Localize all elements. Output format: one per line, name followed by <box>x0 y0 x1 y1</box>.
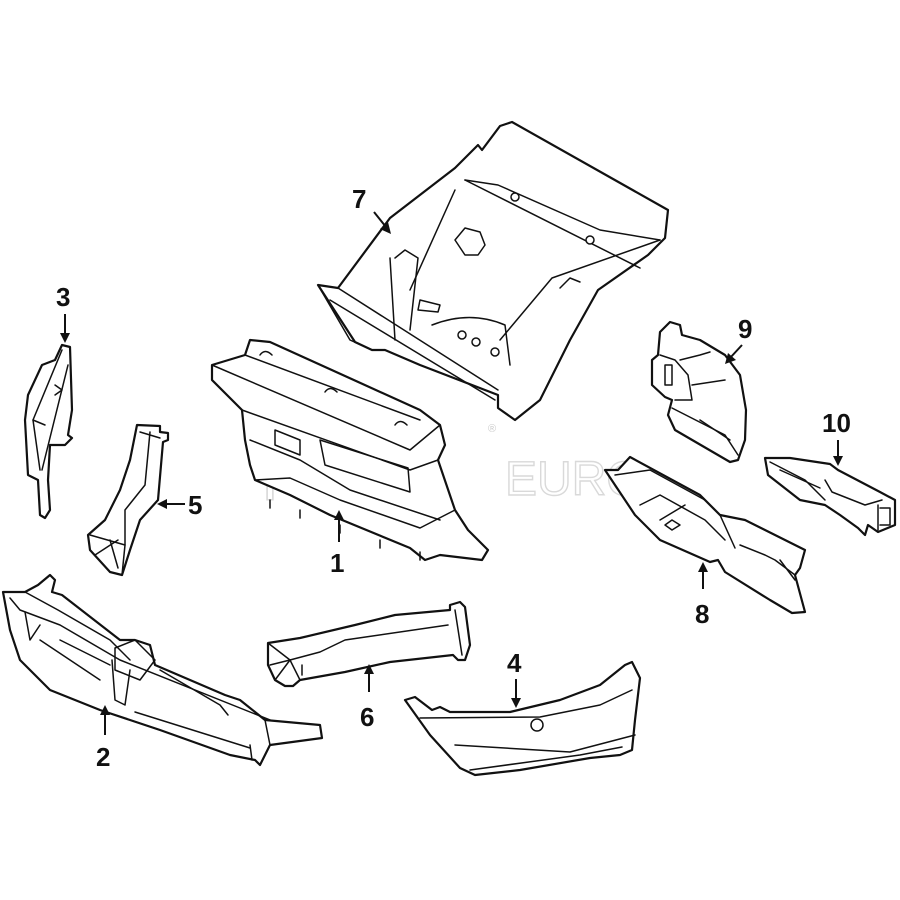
part-3-left-side-bracket[interactable] <box>23 343 74 520</box>
part-6-brake-air-duct[interactable] <box>266 600 472 688</box>
callout-2: 2 <box>96 742 110 772</box>
leader-lines <box>60 211 843 735</box>
part-10-right-air-duct[interactable] <box>763 456 897 537</box>
callout-8: 8 <box>695 599 709 629</box>
part-1-center-grille-duct[interactable] <box>210 338 490 562</box>
part-7-upper-air-box[interactable] <box>316 120 670 422</box>
callout-4: 4 <box>507 648 522 678</box>
callout-labels: 1 2 3 4 5 6 7 8 9 10 <box>56 184 851 772</box>
part-5-left-air-duct[interactable] <box>86 423 170 577</box>
part-2-lower-bumper-duct[interactable] <box>1 573 324 767</box>
watermark-registered-mark: ® <box>488 423 496 435</box>
callout-6: 6 <box>360 702 374 732</box>
part-8-right-lower-duct[interactable] <box>603 455 807 615</box>
callout-1: 1 <box>330 548 344 578</box>
callout-7: 7 <box>352 184 366 214</box>
callout-5: 5 <box>188 490 202 520</box>
callout-10: 10 <box>822 408 851 438</box>
callout-9: 9 <box>738 314 752 344</box>
part-9-right-upper-duct[interactable] <box>650 320 748 464</box>
callout-3: 3 <box>56 282 70 312</box>
part-4-lower-side-deflector[interactable] <box>403 660 642 777</box>
